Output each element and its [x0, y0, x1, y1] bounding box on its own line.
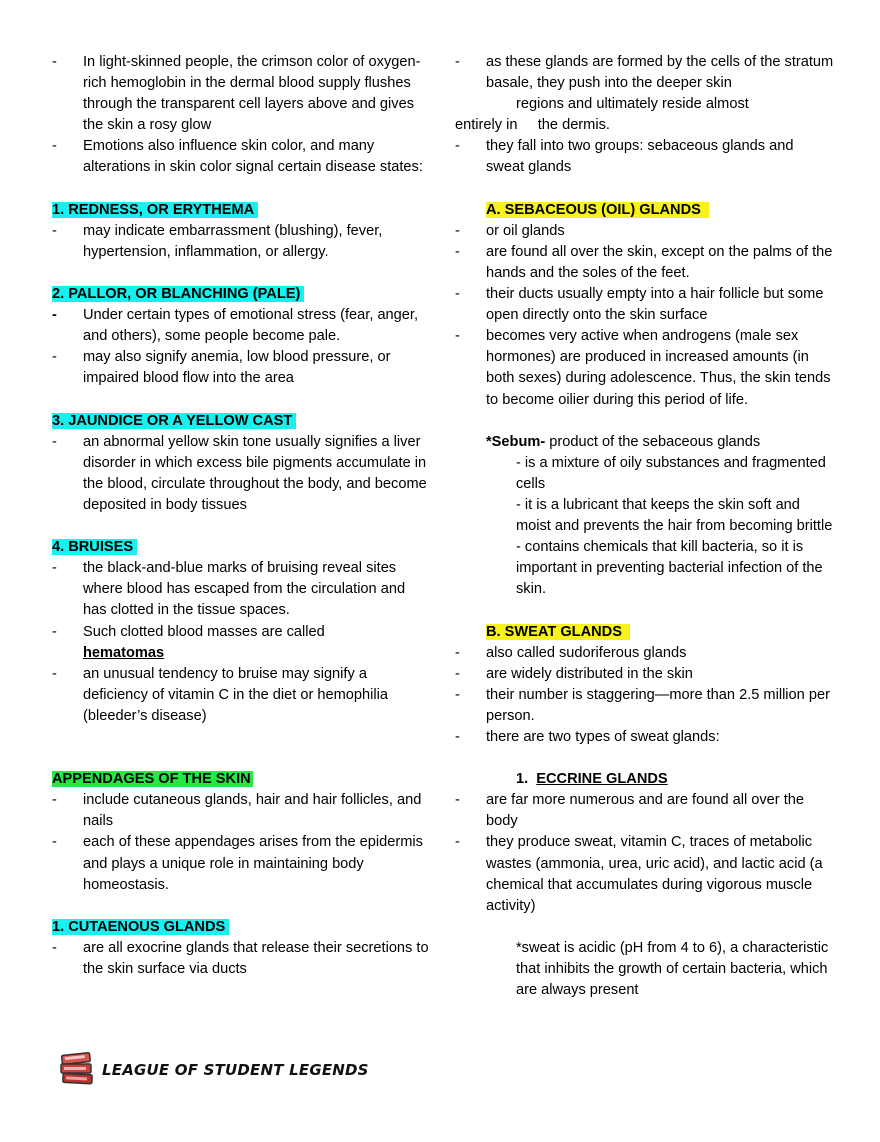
bullet-item: -they produce sweat, vitamin C, traces o… — [455, 834, 823, 914]
bullet-item: -include cutaneous glands, hair and hair… — [52, 792, 422, 830]
section-heading-bruises: 4. BRUISES — [52, 537, 432, 558]
section-heading-appendages: APPENDAGES OF THE SKIN — [52, 771, 253, 788]
bullet-item: -Under certain types of emotional stress… — [52, 307, 419, 345]
bullet-item: -they fall into two groups: sebaceous gl… — [455, 138, 794, 176]
bullet-text: also called sudoriferous glands — [486, 644, 687, 661]
sebum-definition: *Sebum- product of the sebaceous glands — [486, 433, 761, 450]
bullet-text: or oil glands — [486, 222, 565, 239]
section-heading-sweat: B. SWEAT GLANDS — [455, 622, 835, 643]
bullet-text: are all exocrine glands that release the… — [83, 939, 429, 978]
bullet-item: -are far more numerous and are found all… — [455, 792, 804, 830]
bullet-item: -their number is staggering—more than 2.… — [455, 686, 830, 724]
term-hematomas: hematomas — [83, 644, 165, 661]
bullet-text: they produce sweat, vitamin C, traces of… — [486, 834, 823, 914]
sebum-point: - it is a lubricant that keeps the skin … — [516, 496, 833, 535]
bullet-text: an abnormal yellow skin tone usually sig… — [83, 433, 427, 513]
bullet-text: becomes very active when androgens (male… — [486, 328, 831, 408]
bullet-item: -are all exocrine glands that release th… — [52, 939, 429, 978]
section-heading-redness: 1. REDNESS, OR ERYTHEMA — [52, 200, 432, 221]
book-stack-icon — [60, 1051, 96, 1090]
bullet-text: they fall into two groups: sebaceous gla… — [486, 138, 794, 176]
bullet-item: -an unusual tendency to bruise may signi… — [52, 665, 389, 724]
bullet-text: are far more numerous and are found all … — [486, 792, 804, 830]
bullet-text: may indicate embarrassment (blushing), f… — [83, 222, 383, 260]
bullet-item: -may indicate embarrassment (blushing), … — [52, 222, 383, 260]
bullet-text: the black-and-blue marks of bruising rev… — [83, 560, 406, 619]
bullet-text: Emotions also influence skin color, and … — [83, 138, 423, 176]
bullet-item: -there are two types of sweat glands: — [455, 729, 720, 745]
bullet-text: as these glands are formed by the cells … — [486, 54, 834, 92]
bullet-item: -the black-and-blue marks of bruising re… — [52, 560, 406, 619]
bullet-item: -are found all over the skin, except on … — [455, 243, 833, 281]
bullet-text: their ducts usually empty into a hair fo… — [486, 286, 824, 324]
section-heading-sebaceous: A. SEBACEOUS (OIL) GLANDS — [455, 200, 835, 221]
bullet-text: an unusual tendency to bruise may signif… — [83, 665, 389, 724]
bullet-item: -an abnormal yellow skin tone usually si… — [52, 433, 427, 513]
section-heading-pallor: 2. PALLOR, OR BLANCHING (PALE) — [52, 284, 432, 305]
continuation-line: regions and ultimately reside almost — [516, 96, 749, 113]
bullet-item: -In light-skinned people, the crimson co… — [52, 54, 421, 134]
sweat-note: *sweat is acidic (pH from 4 to 6), a cha… — [516, 939, 829, 999]
section-heading-cutaneous: 1. CUTAENOUS GLANDS — [52, 917, 432, 938]
bullet-text: are widely distributed in the skin — [486, 665, 693, 682]
bullet-item: -becomes very active when androgens (mal… — [455, 328, 831, 408]
bullet-text: include cutaneous glands, hair and hair … — [83, 792, 422, 830]
bullet-text: are found all over the skin, except on t… — [486, 243, 833, 281]
section-heading-eccrine: 1. ECCRINE GLANDS — [516, 771, 668, 788]
bullet-text: Such clotted blood masses are called — [83, 623, 325, 640]
footer-brand: LEAGUE OF STUDENT LEGENDS — [60, 1051, 369, 1090]
bullet-item: -may also signify anemia, low blood pres… — [52, 349, 391, 387]
left-column: -In light-skinned people, the crimson co… — [52, 52, 432, 980]
bullet-item: -Emotions also influence skin color, and… — [52, 138, 423, 176]
bullet-text: their number is staggering—more than 2.5… — [486, 686, 830, 724]
bullet-item: -are widely distributed in the skin — [455, 665, 693, 682]
bullet-text: each of these appendages arises from the… — [83, 834, 423, 893]
bullet-item: -or oil glands — [455, 222, 565, 239]
bullet-text: may also signify anemia, low blood press… — [83, 349, 391, 387]
bullet-item: -as these glands are formed by the cells… — [455, 54, 834, 92]
bullet-text: Under certain types of emotional stress … — [83, 307, 419, 345]
section-heading-jaundice: 3. JAUNDICE OR A YELLOW CAST — [52, 411, 432, 432]
sebum-point: - contains chemicals that kill bacteria,… — [516, 539, 823, 598]
bullet-text: there are two types of sweat glands: — [486, 729, 720, 745]
bullet-text: In light-skinned people, the crimson col… — [83, 54, 421, 134]
bullet-item: -each of these appendages arises from th… — [52, 834, 423, 893]
brand-name: LEAGUE OF STUDENT LEGENDS — [102, 1061, 369, 1079]
right-column: -as these glands are formed by the cells… — [455, 52, 835, 1001]
bullet-item: -their ducts usually empty into a hair f… — [455, 286, 824, 324]
bullet-item: -also called sudoriferous glands — [455, 644, 687, 661]
sebum-point: - is a mixture of oily substances and fr… — [516, 454, 826, 492]
continuation-line: entirely in the dermis. — [455, 117, 610, 134]
term-sebum: *Sebum- — [486, 433, 546, 450]
